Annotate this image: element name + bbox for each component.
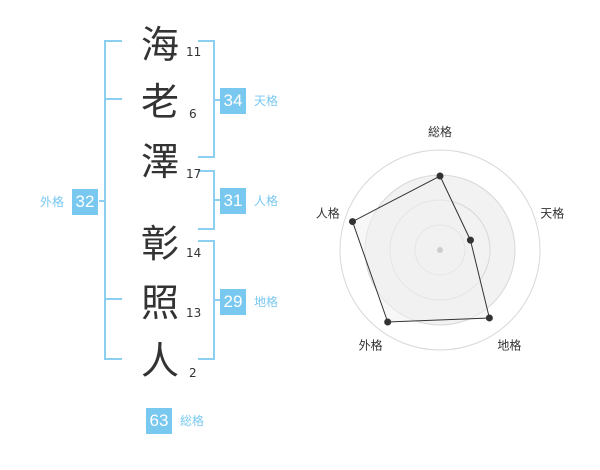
jinkaku-label: 人格 [254, 194, 279, 208]
name-char-3: 澤 [140, 140, 179, 184]
name-char-2: 老 [140, 80, 179, 124]
gaikaku-label: 外格 [40, 195, 65, 209]
radar-axis-label: 人格 [316, 206, 340, 221]
name-char-1: 海 [140, 23, 179, 67]
gaikaku-bracket-tick [104, 298, 122, 300]
stroke-count-6: 2 [189, 366, 197, 380]
stroke-count-2: 6 [189, 107, 197, 121]
radar-axis-label: 地格 [497, 338, 521, 353]
jinkaku-connector [214, 199, 220, 201]
tenkaku-connector [214, 99, 220, 101]
name-char-6: 人 [140, 339, 179, 383]
gaikaku-score: 32 [72, 189, 98, 215]
radar-axis-label: 総格 [428, 124, 452, 139]
radar-point-5 [349, 218, 357, 226]
stroke-count-5: 13 [186, 306, 202, 320]
soukaku-label: 総格 [180, 414, 205, 428]
radar-point-3 [485, 314, 493, 322]
gaikaku-bracket [104, 40, 122, 360]
gaikaku-bracket-tick [104, 98, 122, 100]
radar-point-1 [436, 172, 444, 180]
stroke-count-4: 14 [186, 246, 202, 260]
radar-center-dot [437, 247, 443, 253]
radar-point-4 [384, 318, 392, 326]
gaikaku-connector [99, 200, 105, 202]
radar-axis-label: 外格 [359, 338, 383, 353]
radar-axis-label: 天格 [540, 206, 564, 221]
jinkaku-score: 31 [220, 188, 246, 214]
name-char-4: 彰 [140, 222, 179, 266]
chikaku-label: 地格 [254, 295, 279, 309]
chikaku-connector [214, 299, 220, 301]
chikaku-score: 29 [220, 289, 246, 315]
tenkaku-score: 34 [220, 88, 246, 114]
soukaku-score: 63 [146, 408, 172, 434]
name-char-5: 照 [140, 281, 179, 325]
tenkaku-label: 天格 [254, 94, 279, 108]
radar-data-polygon [351, 175, 491, 323]
stroke-count-3: 17 [186, 167, 202, 181]
stroke-count-1: 11 [186, 45, 202, 59]
radar-point-2 [466, 236, 474, 244]
